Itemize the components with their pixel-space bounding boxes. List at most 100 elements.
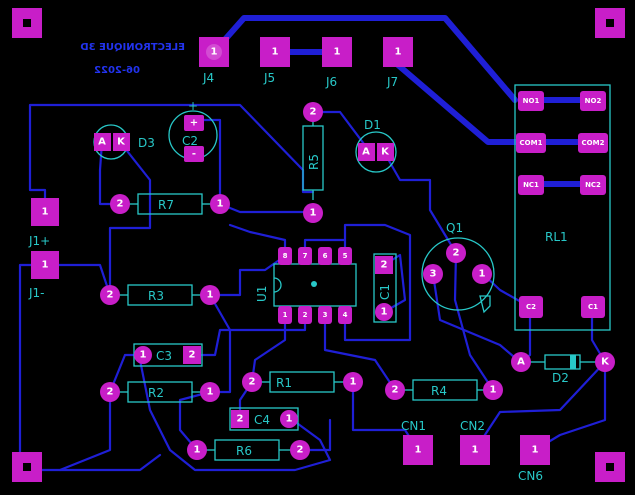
svg-text:+: + (190, 118, 198, 129)
trace-u1-r1 (250, 313, 287, 384)
svg-text:K: K (601, 357, 610, 368)
capacitor-c2: + - C2 + (168, 99, 218, 162)
c2-plus-mark: + (188, 99, 198, 113)
svg-text:1: 1 (140, 350, 147, 361)
svg-text:2: 2 (310, 107, 317, 118)
led-d1: A K D1 (355, 118, 397, 173)
connector-j7: 1 J7 (383, 37, 413, 89)
d1-label: D1 (364, 118, 381, 132)
connector-j1-minus: 1 J1- (28, 251, 59, 300)
svg-text:COM1: COM1 (520, 139, 543, 147)
svg-text:2: 2 (303, 311, 308, 319)
cn2-label: CN2 (460, 419, 485, 433)
rl1-label: RL1 (545, 230, 568, 244)
svg-text:1: 1 (283, 311, 288, 319)
r2-label: R2 (148, 386, 164, 400)
trace-c3-u1 (190, 313, 307, 357)
mirrored-date: 06-2022 (94, 65, 140, 76)
svg-text:6: 6 (323, 252, 328, 260)
trace-r2-left (58, 390, 112, 472)
svg-text:3: 3 (323, 311, 328, 319)
mounting-holes (12, 8, 625, 482)
svg-text:A: A (517, 357, 525, 368)
svg-text:2: 2 (107, 290, 114, 301)
connector-j1-plus: 1 J1+ (28, 198, 59, 248)
trace-u1-r4 (323, 313, 397, 392)
svg-text:-: - (192, 149, 196, 160)
svg-text:K: K (381, 147, 390, 158)
svg-text:1: 1 (334, 47, 341, 58)
d3-label: D3 (138, 136, 155, 150)
svg-text:1: 1 (479, 269, 486, 280)
copper-traces (18, 15, 607, 472)
svg-text:4: 4 (343, 311, 348, 319)
connector-j5: 1 J5 (260, 37, 290, 85)
resistor-r1: 2 1 R1 (242, 371, 363, 393)
j7-label: J7 (386, 75, 398, 89)
diode-d2: A K D2 (511, 352, 615, 385)
resistor-r7: 2 1 R7 (110, 193, 230, 215)
trace-c4-loop (138, 358, 332, 472)
c2-label: C2 (182, 134, 198, 148)
svg-text:NO1: NO1 (523, 97, 540, 105)
j6-label: J6 (325, 75, 337, 89)
trace-d3-r3 (108, 140, 152, 297)
svg-text:C1: C1 (588, 303, 598, 311)
connector-j4: 1 J4 (199, 37, 229, 85)
capacitor-c3: 1 2 C3 (133, 343, 203, 367)
trace-r3-u1 (208, 254, 287, 297)
svg-text:A: A (98, 137, 106, 148)
svg-text:1: 1 (381, 307, 388, 318)
resistor-r5: 2 1 R5 (302, 102, 324, 223)
svg-text:2: 2 (189, 350, 196, 361)
led-d3: A K D3 (93, 124, 155, 160)
mirrored-title: ELECTRONIQUE 3D (80, 42, 185, 53)
via (311, 281, 317, 287)
resistor-r3: 2 1 R3 (100, 284, 220, 306)
svg-text:2: 2 (392, 385, 399, 396)
svg-text:2: 2 (453, 248, 460, 259)
r6-label: R6 (236, 444, 252, 458)
svg-text:COM2: COM2 (582, 139, 605, 147)
svg-text:1: 1 (395, 47, 402, 58)
svg-text:1: 1 (207, 387, 214, 398)
d2-label: D2 (552, 371, 569, 385)
svg-text:C2: C2 (526, 303, 536, 311)
svg-text:1: 1 (42, 260, 49, 271)
j1minus-label: J1- (28, 286, 45, 300)
resistor-r2: 2 1 R2 (100, 381, 220, 403)
trace-u1-top (228, 223, 287, 258)
connector-cn1: 1 CN1 (401, 419, 433, 465)
wide-trace-top (211, 15, 518, 103)
ic-u1: 8 7 6 5 1 2 3 4 U1 (255, 247, 357, 324)
svg-text:1: 1 (207, 290, 214, 301)
svg-text:1: 1 (272, 47, 279, 58)
svg-text:1: 1 (217, 199, 224, 210)
trace-u1-c1 (343, 223, 412, 342)
svg-text:K: K (117, 137, 126, 148)
u1-label: U1 (255, 286, 269, 302)
svg-text:2: 2 (117, 199, 124, 210)
svg-text:1: 1 (310, 208, 317, 219)
svg-text:1: 1 (286, 414, 293, 425)
svg-text:NC2: NC2 (585, 181, 601, 189)
q1-label: Q1 (446, 221, 463, 235)
trace-r3-r2 (208, 293, 232, 394)
svg-text:2: 2 (237, 414, 244, 425)
svg-text:1: 1 (42, 207, 49, 218)
svg-text:1: 1 (490, 385, 497, 396)
svg-text:2: 2 (297, 445, 304, 456)
cn1-label: CN1 (401, 419, 426, 433)
capacitor-c4: 2 1 C4 (229, 407, 299, 431)
svg-text:1: 1 (350, 377, 357, 388)
r4-label: R4 (431, 384, 447, 398)
connector-cn2: 1 CN2 (460, 419, 490, 465)
trace-d2-cn2 (473, 360, 607, 452)
transistor-q1: 3 2 1 Q1 (421, 221, 495, 314)
svg-text:A: A (362, 147, 370, 158)
r5-label: R5 (307, 154, 321, 170)
trace-j1plus (28, 103, 315, 214)
trace-r6-r2 (178, 390, 212, 452)
